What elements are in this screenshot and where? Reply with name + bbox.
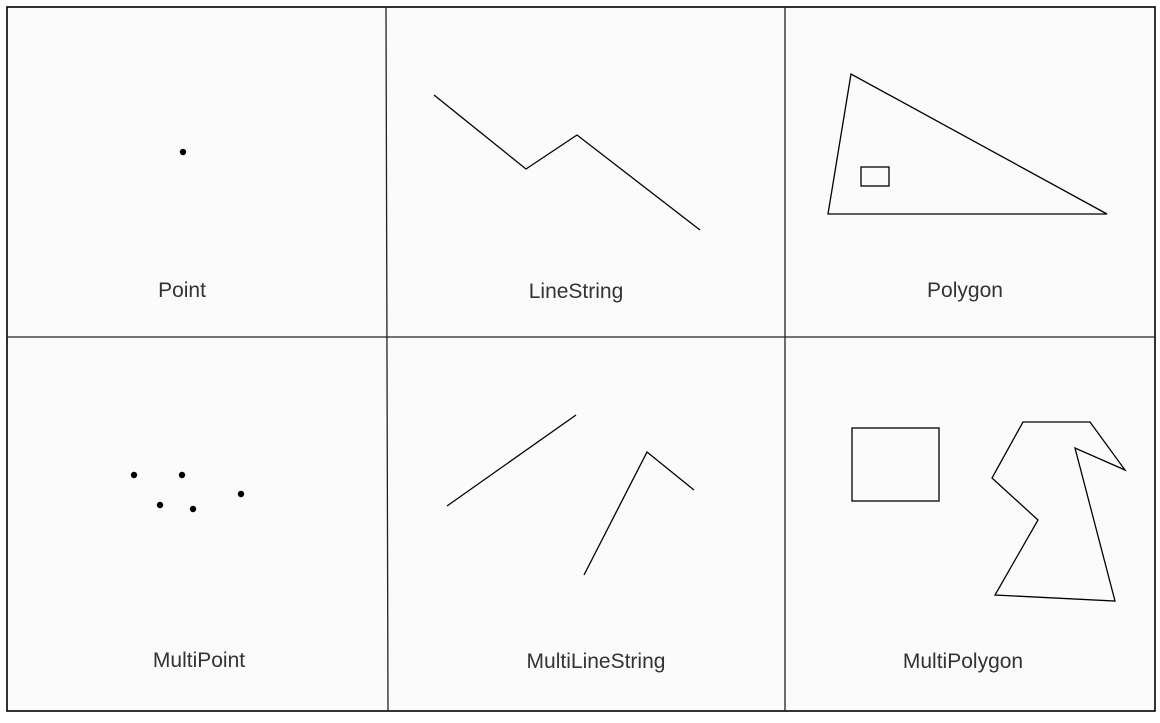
polygon-interior-ring bbox=[860, 166, 890, 187]
multipoint-point bbox=[178, 471, 186, 479]
linestring-shape bbox=[433, 94, 701, 231]
multipolygon-irregular bbox=[991, 421, 1127, 602]
label-polygon: Polygon bbox=[927, 279, 1003, 302]
multipoint-point bbox=[237, 490, 245, 498]
multilinestring-line bbox=[446, 414, 577, 507]
multipoint-point bbox=[130, 471, 138, 479]
label-point: Point bbox=[158, 279, 206, 302]
multipolygon-shape bbox=[851, 421, 1127, 602]
polygon-exterior-ring bbox=[827, 72, 1108, 215]
label-multilinestring: MultiLineString bbox=[526, 650, 666, 673]
point-shape bbox=[179, 148, 187, 156]
multipoint-shape bbox=[130, 471, 245, 513]
multilinestring-line bbox=[583, 450, 695, 576]
multipoint-point bbox=[189, 505, 197, 513]
label-linestring: LineString bbox=[528, 280, 624, 303]
multipoint-point bbox=[156, 501, 164, 509]
vertical-divider-left bbox=[385, 6, 389, 712]
label-multipolygon: MultiPolygon bbox=[902, 650, 1024, 673]
multipolygon-rectangle bbox=[851, 427, 940, 502]
label-multipoint: MultiPoint bbox=[152, 649, 246, 672]
polygon-shape bbox=[827, 72, 1108, 215]
multilinestring-shape bbox=[446, 414, 695, 576]
outer-frame bbox=[6, 6, 1156, 712]
